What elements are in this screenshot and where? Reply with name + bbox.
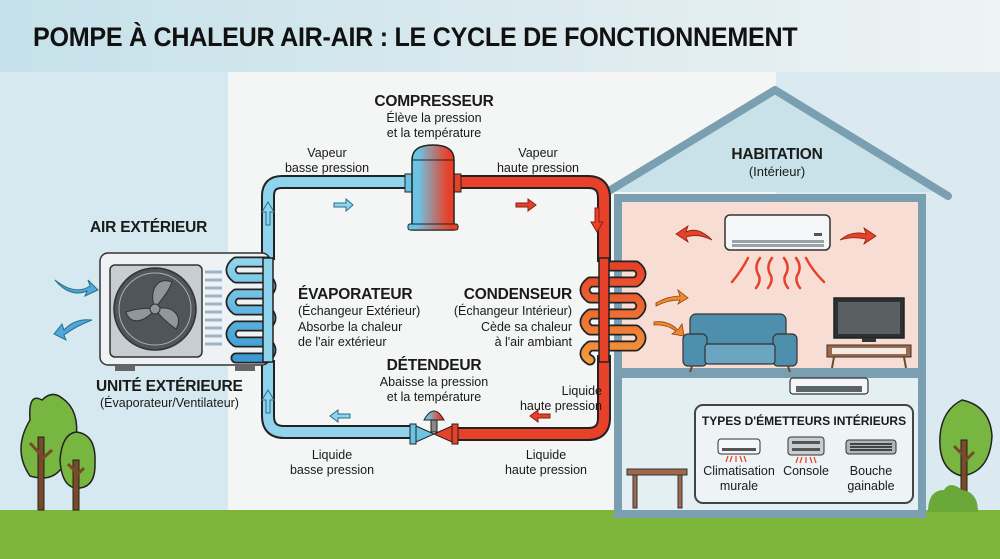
evaporator-coil	[225, 256, 277, 364]
state-line: haute pression	[496, 161, 579, 175]
warm-air-arrow-icon	[655, 288, 689, 307]
condenser-desc-1: Cède sa chaleur	[480, 320, 572, 334]
heat-waves-icon	[730, 256, 826, 290]
state-line: Vapeur	[307, 146, 347, 160]
table-icon	[626, 468, 688, 509]
state-line: Liquide	[525, 448, 567, 462]
air-in-arrow-icon	[54, 279, 99, 297]
emitter-label: gainable	[847, 479, 895, 493]
tree-icon	[59, 431, 96, 511]
refrigerant-circuit	[261, 175, 611, 441]
house-subtitle: (Intérieur)	[748, 164, 806, 179]
expansion-valve	[409, 410, 459, 445]
outdoor-unit-title: UNITÉ EXTÉRIEURE	[96, 378, 243, 395]
condenser-label: CONDENSEUR (Échangeur Intérieur) Cède sa…	[450, 286, 572, 350]
expansion-valve-desc-2: et la température	[386, 390, 482, 404]
condenser-title: CONDENSEUR	[463, 286, 572, 303]
pipe-vapor-high	[456, 177, 609, 262]
tv-icon	[826, 297, 912, 369]
state-line: haute pression	[519, 399, 602, 413]
arrow-up-icon	[261, 389, 275, 414]
pipe-liquid-high	[456, 355, 609, 439]
state-line: basse pression	[289, 463, 375, 477]
house-title: HABITATION	[731, 146, 823, 163]
arrow-right-icon	[515, 198, 537, 212]
emitter-label: Climatisation	[703, 464, 775, 478]
emitter-wall-ac: Climatisation murale	[700, 464, 778, 494]
header-band	[0, 0, 1000, 72]
expansion-valve-title: DÉTENDEUR	[386, 357, 482, 374]
condenser-coil	[579, 257, 647, 366]
wall-ac-icon	[717, 438, 761, 463]
house-label: HABITATION (Intérieur)	[715, 146, 839, 179]
arrow-left-icon	[329, 409, 351, 423]
outdoor-air-label: AIR EXTÉRIEUR	[90, 219, 208, 236]
evaporator-label: ÉVAPORATEUR (Échangeur Extérieur) Absorb…	[298, 286, 420, 350]
arrow-down-icon	[590, 207, 604, 233]
emitters-legend: TYPES D'ÉMETTEURS INTÉRIEURS Climatisa	[694, 404, 914, 504]
state-liquid-high-bottom: Liquide haute pression	[500, 448, 592, 478]
evaporator-desc-1: Absorbe la chaleur	[298, 320, 403, 334]
heat-arrow-right-icon	[839, 227, 877, 246]
console-unit-icon	[789, 377, 869, 395]
indoor-wall-unit	[653, 214, 877, 337]
house-attic	[606, 88, 945, 192]
emitter-label: murale	[719, 479, 759, 493]
sofa-icon	[682, 313, 798, 373]
expansion-valve-desc-1: Abaisse la pression	[379, 375, 489, 389]
compressor-desc-2: et la température	[386, 126, 482, 140]
state-line: basse pression	[284, 161, 370, 175]
state-liquid-high-right: Liquide haute pression	[510, 384, 602, 414]
page-title: POMPE À CHALEUR AIR-AIR : LE CYCLE DE FO…	[33, 22, 798, 52]
arrow-right-icon	[333, 197, 354, 213]
arrow-left-icon	[529, 409, 551, 423]
ducted-vent-icon	[845, 439, 897, 455]
warm-air-arrow-icon	[653, 321, 685, 337]
flow-arrows	[53, 197, 604, 423]
bush-icon	[928, 485, 978, 512]
house-roof	[600, 86, 952, 200]
evaporator-desc-2: de l'air extérieur	[298, 335, 387, 349]
emitter-ducted: Bouche gainable	[838, 464, 904, 494]
state-liquid-low: Liquide basse pression	[286, 448, 378, 478]
compressor-label: COMPRESSEUR Élève la pression et la temp…	[370, 93, 498, 141]
compressor	[404, 144, 462, 231]
pipe-vapor-low	[263, 177, 410, 260]
compressor-desc-1: Élève la pression	[386, 111, 482, 125]
evaporator-subtitle: (Échangeur Extérieur)	[298, 304, 421, 318]
condenser-subtitle: (Échangeur Intérieur)	[453, 304, 572, 318]
arrow-up-icon	[261, 201, 275, 226]
expansion-valve-label: DÉTENDEUR Abaisse la pression et la temp…	[370, 357, 498, 405]
evaporator-title: ÉVAPORATEUR	[298, 286, 413, 303]
state-line: Liquide	[561, 384, 602, 398]
outdoor-unit	[99, 252, 271, 371]
outdoor-unit-subtitle: (Évaporateur/Ventilateur)	[100, 396, 239, 410]
state-vapor-low: Vapeur basse pression	[282, 146, 372, 176]
emitter-label: Bouche	[849, 464, 893, 478]
grass	[0, 510, 1000, 559]
air-out-arrow-icon	[53, 319, 93, 342]
heat-arrow-left-icon	[675, 225, 713, 244]
compressor-title: COMPRESSEUR	[374, 93, 494, 110]
pipe-liquid-low	[263, 360, 412, 437]
state-line: haute pression	[504, 463, 587, 477]
emitter-label: Console	[783, 464, 829, 478]
emitter-icons	[717, 436, 897, 464]
state-line: Vapeur	[518, 146, 558, 160]
emitter-console: Console	[776, 464, 836, 479]
state-vapor-high: Vapeur haute pression	[493, 146, 583, 176]
tree-icon	[939, 399, 993, 511]
console-icon	[787, 436, 825, 464]
state-line: Liquide	[311, 448, 353, 462]
emitters-title: TYPES D'ÉMETTEURS INTÉRIEURS	[701, 414, 907, 428]
condenser-desc-2: à l'air ambiant	[494, 335, 572, 349]
